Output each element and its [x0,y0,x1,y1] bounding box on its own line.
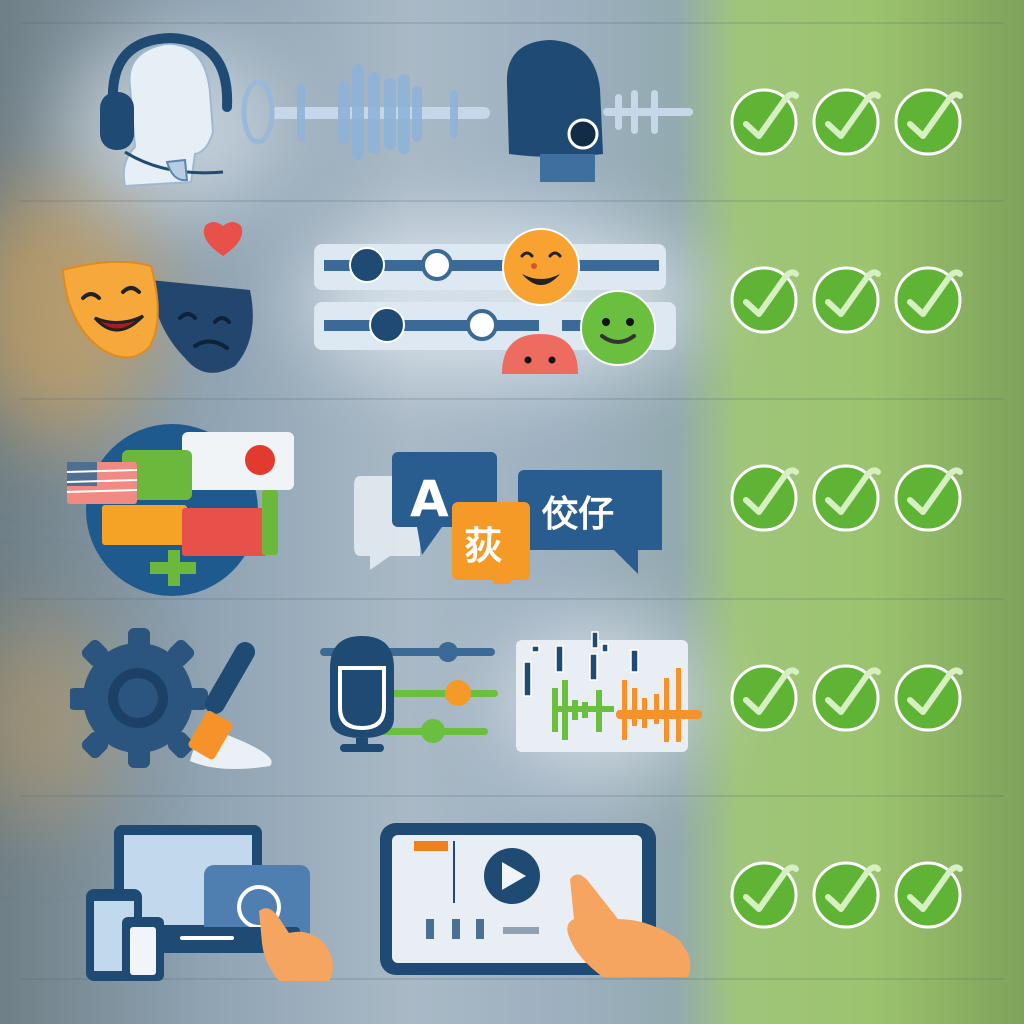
check-icon [812,88,881,156]
row-cross-device [0,795,1024,991]
check-icon [730,88,799,156]
check-rating [730,660,966,732]
bubble-orange-text: 荻 [464,524,502,568]
check-icon [894,861,963,929]
row-divider [20,795,1004,797]
check-icon [894,464,963,532]
sound-wave-icon [240,52,490,172]
waveform-editor-icon [512,628,707,758]
check-icon [894,664,963,732]
check-icon [894,88,963,156]
speaker-head-icon [495,34,695,194]
check-icon [730,464,799,532]
check-icon [730,664,799,732]
headset-head-icon [95,32,245,192]
row-multilingual: A 荻 佼仔 [0,398,1024,596]
row-voice-customization [0,598,1024,794]
gear-brush-icon [70,626,290,776]
row-divider [20,22,1004,24]
multi-device-touch-icon [84,823,344,983]
check-icon [812,266,881,334]
row-divider [20,978,1004,980]
translate-bubbles-icon: A 荻 佼仔 [352,434,662,584]
check-icon [730,861,799,929]
check-rating [730,857,966,929]
sad-face-icon [500,330,580,376]
tablet-play-touch-icon [378,819,698,979]
row-emotion-control [0,200,1024,396]
row-divider [20,598,1004,600]
check-icon [730,266,799,334]
calm-face-icon [578,288,658,368]
globe-flags-icon [62,410,302,600]
check-rating [730,262,966,334]
check-icon [812,664,881,732]
row-divider [20,398,1004,400]
happy-face-icon [500,226,582,308]
check-icon [812,861,881,929]
row-voice-conversation [0,22,1024,218]
theater-masks-icon [55,218,265,383]
check-rating [730,460,966,532]
check-rating [730,84,966,156]
bubble-latin-text: A [410,470,449,528]
row-divider [20,200,1004,202]
check-icon [894,266,963,334]
bubble-right-text: 佼仔 [541,494,614,535]
check-icon [812,464,881,532]
microphone-mixer-icon [318,628,503,758]
